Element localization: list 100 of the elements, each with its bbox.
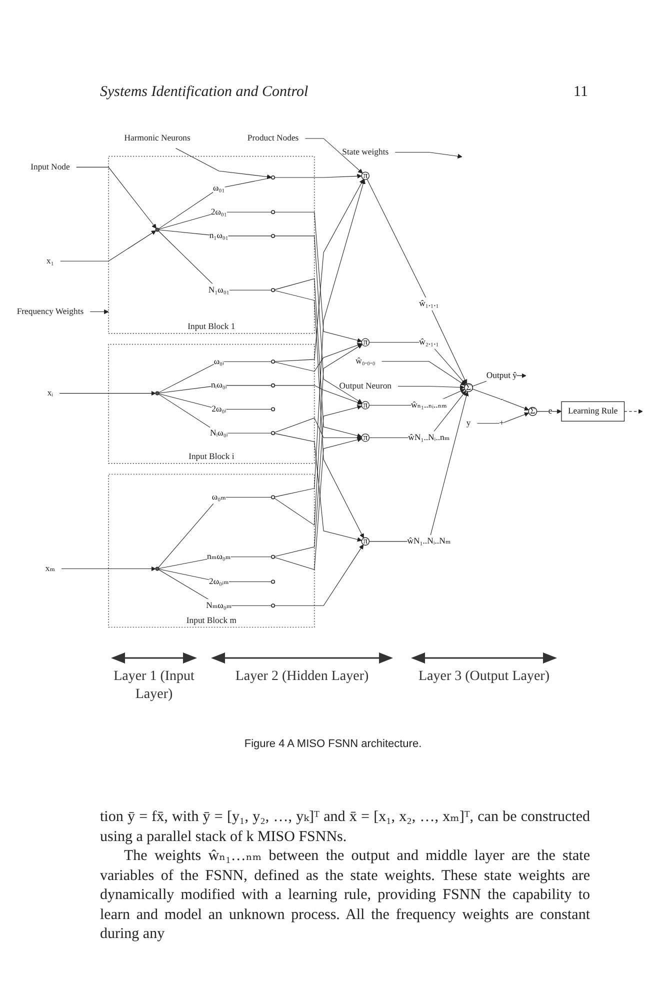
edge-label: 2ω₀ᵢ: [212, 404, 226, 414]
node-text: Harmonic Neurons: [124, 134, 190, 143]
arrow: [274, 178, 364, 362]
edge-label: Nᵢω₀ᵢ: [210, 428, 228, 438]
arrow: [274, 433, 362, 542]
arrow: [60, 230, 156, 262]
node-circle: [155, 228, 160, 232]
layer-label: Layer 3 (Output Layer): [418, 668, 550, 686]
arrow: [536, 409, 562, 414]
node-circle: [271, 580, 276, 584]
arrow: [476, 412, 530, 424]
node-text: x₁: [46, 256, 54, 266]
node-circle: [271, 175, 276, 180]
connector: [158, 361, 272, 393]
node-circle: [271, 383, 276, 388]
connector: [158, 212, 272, 230]
arrow: [624, 409, 643, 414]
node-circle: [271, 604, 276, 608]
node-circle: π: [361, 537, 370, 546]
node-text: y: [466, 418, 471, 428]
arrow: [59, 390, 156, 396]
arrow: [76, 166, 157, 229]
edge-label: Output ŷ: [486, 370, 517, 380]
node-text: State weights: [342, 147, 389, 157]
arrow: [368, 391, 469, 542]
arrow: [274, 385, 362, 405]
arrow: [368, 390, 466, 438]
edge-label: N₁ω₀₁: [208, 285, 230, 294]
figure-caption: Figure 4 A MISO FSNN architecture.: [244, 738, 422, 750]
edge-label: nᵢω₀ᵢ: [210, 380, 227, 390]
running-header: Systems Identification and Control: [100, 84, 308, 101]
node-circle: Σ: [464, 383, 474, 392]
node-circle: [271, 210, 276, 214]
node-circle: [271, 495, 276, 500]
edge-label: ω₀ᵢ: [214, 356, 224, 366]
node-circle: [271, 234, 276, 238]
connector: [158, 178, 272, 230]
arrow: [61, 566, 156, 572]
arrow: [274, 174, 362, 179]
arrow: [394, 152, 462, 159]
node-circle: [271, 554, 276, 559]
node-circle: π: [361, 172, 370, 180]
connector: [158, 497, 272, 568]
node-circle: [271, 407, 276, 412]
page-number: 11: [574, 84, 588, 101]
node-text: Product Nodes: [247, 134, 299, 143]
node-circle: [271, 431, 276, 436]
arrow: [381, 361, 466, 386]
node-text: Output Neuron: [339, 381, 392, 391]
arrow: [368, 342, 466, 385]
node-circle: π: [361, 338, 370, 347]
arrow: [274, 179, 366, 498]
node-circle: Σ: [528, 406, 538, 416]
arrow: [274, 278, 362, 438]
connector: [158, 569, 272, 606]
layer-label: Layer 2 (Hidden Layer): [235, 668, 369, 686]
connector: [158, 230, 272, 236]
node-circle: π: [361, 401, 370, 410]
body-paragraph: The weights ŵₙ₁…ₙₘ between the output and middle layer are the state variables of the FSNN, defined as the state weights. These state weights are dynamically modified with a learning rule, providing FSNN the capability to learn and model an unknown process. All the frequency weights are constant during any: [100, 847, 590, 944]
arrow: [176, 148, 272, 180]
arrow: [274, 418, 362, 440]
arrow: [274, 404, 362, 557]
node-text: Input Node: [30, 162, 70, 172]
node-circle: π: [361, 434, 370, 442]
node-text: ŵ₀.₀.₀: [356, 356, 376, 366]
edge-label: ŵ₂.₁.₁: [419, 338, 439, 347]
edge-label: +: [499, 418, 504, 428]
arrow: [274, 437, 362, 570]
arrow: [274, 544, 364, 606]
connector: [158, 393, 272, 410]
edge-label: e: [548, 406, 552, 416]
arrow: [90, 309, 109, 314]
arrow: [274, 344, 362, 526]
arrow: [274, 212, 362, 343]
connector: [158, 556, 272, 569]
node-text: xᵢ: [47, 388, 54, 398]
edge-label: -: [500, 394, 504, 404]
connector: [158, 230, 272, 290]
connector: [158, 394, 272, 434]
node-circle: [155, 566, 160, 571]
edge-label: n₁ω₀₁: [209, 231, 228, 240]
edge-label: Nₘω₀ₘ: [206, 600, 232, 610]
edge-label: ŵ₁.₁.₁: [419, 299, 439, 308]
connector: [158, 385, 272, 394]
arrow: [366, 178, 468, 384]
edge-label: 2ω₀₁: [210, 207, 227, 216]
arrow: [398, 384, 465, 390]
edge-label: ŵₙ₁..ₙᵢ..ₙₘ: [410, 400, 447, 410]
node-circle: [271, 288, 276, 292]
arrow: [472, 388, 530, 411]
edge-label: ω₀₁: [213, 183, 225, 193]
arrow: [304, 138, 363, 174]
node-box: Learning Rule: [561, 401, 625, 422]
edge-label: ŵN₁..Nᵢ..Nₘ: [407, 536, 451, 546]
arrow: [274, 290, 364, 538]
edge-label: 2ω₀ᵢₘ: [209, 576, 229, 586]
body-paragraph: tion ȳ = fx̄, with ȳ = [y₁, y₂, …, yₖ]ᵀ and x̄ = [x₁, x₂, …, xₘ]ᵀ, can be constructed using a parallel stack of k MISO FSNNs.: [100, 808, 590, 846]
node-circle: [271, 360, 276, 364]
edge-label: ω₀ₘ: [212, 492, 226, 502]
arrow: [274, 236, 362, 404]
